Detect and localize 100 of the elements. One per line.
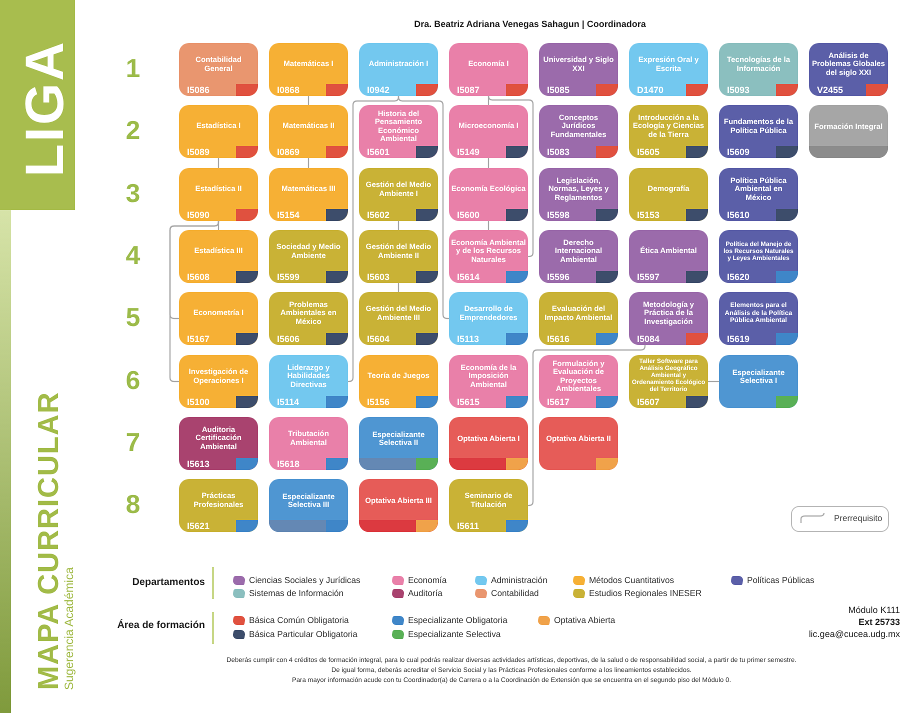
course-code: I5615 [457, 397, 480, 407]
course-card [539, 43, 618, 96]
legend-heading: Departamentos [131, 577, 205, 588]
course-card [539, 105, 618, 158]
legend-label: Especializante Selectiva [408, 629, 501, 639]
course-code: V2455 [817, 85, 844, 95]
course-card [719, 355, 798, 408]
course-card [179, 43, 258, 96]
course-card [179, 105, 258, 158]
legend-label: Especializante Obligatoria [408, 615, 508, 625]
legend-label: Prerrequisito [834, 513, 882, 523]
prerequisite-line [308, 158, 310, 168]
course-card [719, 105, 798, 158]
course-code: I5114 [277, 397, 300, 407]
course-card [539, 417, 618, 470]
course-code: I5597 [637, 272, 660, 282]
course-card [539, 292, 618, 345]
course-card [269, 292, 348, 345]
course-card [539, 355, 618, 408]
course-code: I5610 [727, 210, 750, 220]
contact-text: lic.gea@cucea.udg.mx [808, 629, 900, 639]
course-code: I5087 [457, 85, 480, 95]
course-card [179, 230, 258, 283]
contact-text: Módulo K111 [847, 605, 900, 615]
course-card [809, 43, 888, 96]
course-card [449, 355, 528, 408]
course-card [359, 43, 438, 96]
course-code: I5609 [727, 147, 750, 157]
course-card [179, 168, 258, 221]
course-card [269, 479, 348, 532]
course-code: I5606 [277, 334, 300, 344]
course-card [629, 168, 708, 221]
prerequisite-line [488, 158, 490, 168]
semester-number: 3 [124, 178, 142, 209]
page-title: MAPA CURRICULAR [33, 390, 65, 690]
course-card [269, 417, 348, 470]
course-card [539, 230, 618, 283]
course-card [449, 479, 528, 532]
course-code: I5083 [547, 147, 570, 157]
course-card [269, 105, 348, 158]
course-card [719, 43, 798, 96]
prerequisite-line [708, 380, 719, 382]
legend-label: Auditoría [408, 588, 442, 598]
course-card [449, 168, 528, 221]
semester-number: 8 [124, 489, 142, 520]
coordinator-name: Dra. Beatriz Adriana Venegas Sahagun | Coordinadora [413, 19, 647, 29]
legend-label: Sistemas de Información [249, 588, 344, 598]
course-code: I5621 [187, 521, 210, 531]
legend-label: Ciencias Sociales y Jurídicas [249, 575, 360, 585]
course-card [539, 168, 618, 221]
course-card [179, 417, 258, 470]
course-code: I5093 [727, 85, 750, 95]
course-code: I5100 [187, 397, 210, 407]
course-code: I5601 [367, 147, 390, 157]
course-card [269, 168, 348, 221]
course-code: I5084 [637, 334, 660, 344]
course-code: I5608 [187, 272, 210, 282]
legend-label: Economía [408, 575, 447, 585]
semester-number: 4 [124, 240, 142, 271]
legend-label: Estudios Regionales INESER [589, 588, 702, 598]
course-card [359, 105, 438, 158]
subtitle: Sugerencia Académica [62, 566, 76, 690]
course-code: I5603 [367, 272, 390, 282]
course-code: I5599 [277, 272, 300, 282]
course-code: I5153 [637, 210, 660, 220]
prerequisite-line [218, 158, 220, 168]
legend-label: Métodos Cuantitativos [589, 575, 674, 585]
semester-number: 7 [124, 427, 142, 458]
course-card [449, 105, 528, 158]
legend-label: Administración [491, 575, 548, 585]
course-code: I5616 [547, 334, 570, 344]
course-code: I5618 [277, 459, 300, 469]
course-card [809, 105, 888, 158]
course-card [449, 43, 528, 96]
course-code: I0868 [277, 85, 300, 95]
course-card [449, 230, 528, 283]
course-code: I5620 [727, 272, 750, 282]
prerequisite-line [528, 344, 646, 506]
course-code: I5602 [367, 210, 390, 220]
course-code: I0869 [277, 147, 300, 157]
course-code: I5598 [547, 210, 570, 220]
course-card [629, 105, 708, 158]
course-card [359, 168, 438, 221]
course-code: I5086 [187, 85, 210, 95]
course-card [629, 292, 708, 345]
semester-number: 5 [124, 302, 142, 333]
course-card [359, 355, 438, 408]
course-code: I5617 [547, 397, 570, 407]
course-code: I5604 [367, 334, 390, 344]
legend-label: Contabilidad [491, 588, 539, 598]
course-code: I5149 [457, 147, 480, 157]
course-card [179, 292, 258, 345]
semester-number: 6 [124, 365, 142, 396]
course-card [359, 417, 438, 470]
prerequisite-line [488, 95, 534, 258]
course-card [269, 230, 348, 283]
course-card [629, 355, 708, 408]
semester-number: 1 [124, 53, 142, 84]
course-code: I5607 [637, 397, 660, 407]
course-code: I5113 [457, 334, 480, 344]
